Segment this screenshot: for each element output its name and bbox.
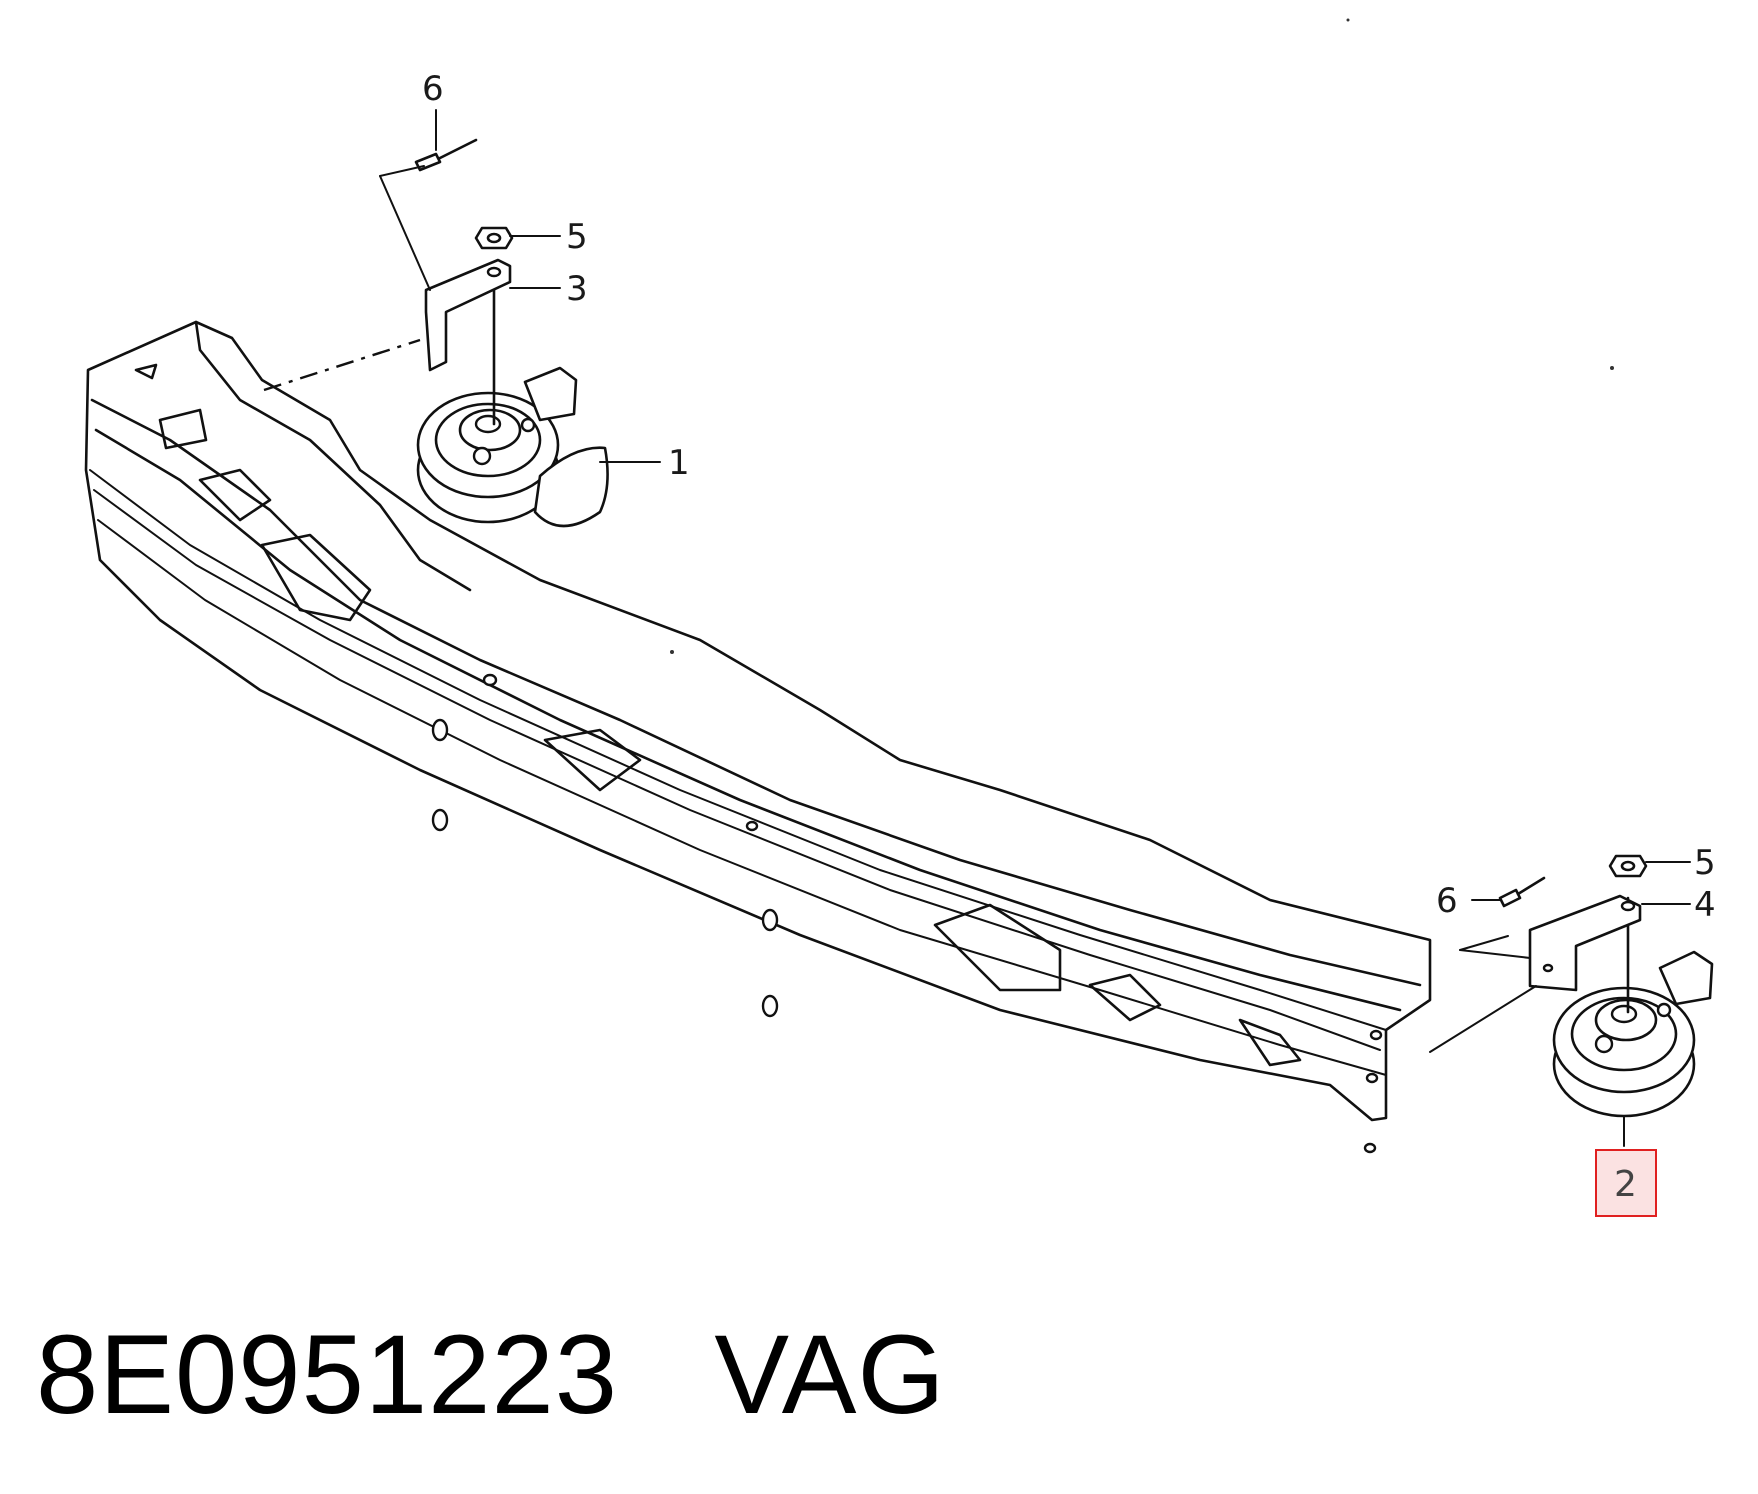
horn-1 bbox=[416, 366, 609, 528]
part-number: 8E0951223 bbox=[36, 1312, 619, 1437]
callout-4: 4 bbox=[1694, 885, 1716, 925]
footer-caption: 8E0951223 VAG bbox=[36, 1310, 946, 1439]
rivet-6-upper bbox=[414, 138, 478, 172]
bracket-3 bbox=[424, 258, 512, 372]
callout-5-lower: 5 bbox=[1694, 843, 1716, 883]
callout-2: 2 bbox=[1614, 1164, 1637, 1205]
highlight-box bbox=[1595, 1149, 1657, 1217]
callout-2-highlight: 2 bbox=[1595, 1149, 1657, 1217]
horn-1-assembly bbox=[263, 109, 661, 528]
speck bbox=[670, 650, 674, 654]
horn-2-assembly bbox=[1429, 854, 1714, 1147]
callout-1: 1 bbox=[668, 443, 690, 483]
speck bbox=[1610, 366, 1614, 370]
callout-6-upper: 6 bbox=[422, 69, 444, 109]
cross-member bbox=[84, 320, 1432, 1154]
bracket-4 bbox=[1528, 894, 1642, 992]
brand-name: VAG bbox=[714, 1312, 946, 1437]
callout-6-lower: 6 bbox=[1436, 881, 1458, 921]
nut-5-upper bbox=[474, 226, 514, 250]
speck bbox=[1346, 18, 1350, 22]
rivet-6-lower bbox=[1498, 876, 1546, 908]
callout-5-upper: 5 bbox=[566, 217, 588, 257]
horn-2 bbox=[1552, 950, 1714, 1118]
nut-5-lower bbox=[1608, 854, 1648, 878]
callout-3: 3 bbox=[566, 269, 588, 309]
